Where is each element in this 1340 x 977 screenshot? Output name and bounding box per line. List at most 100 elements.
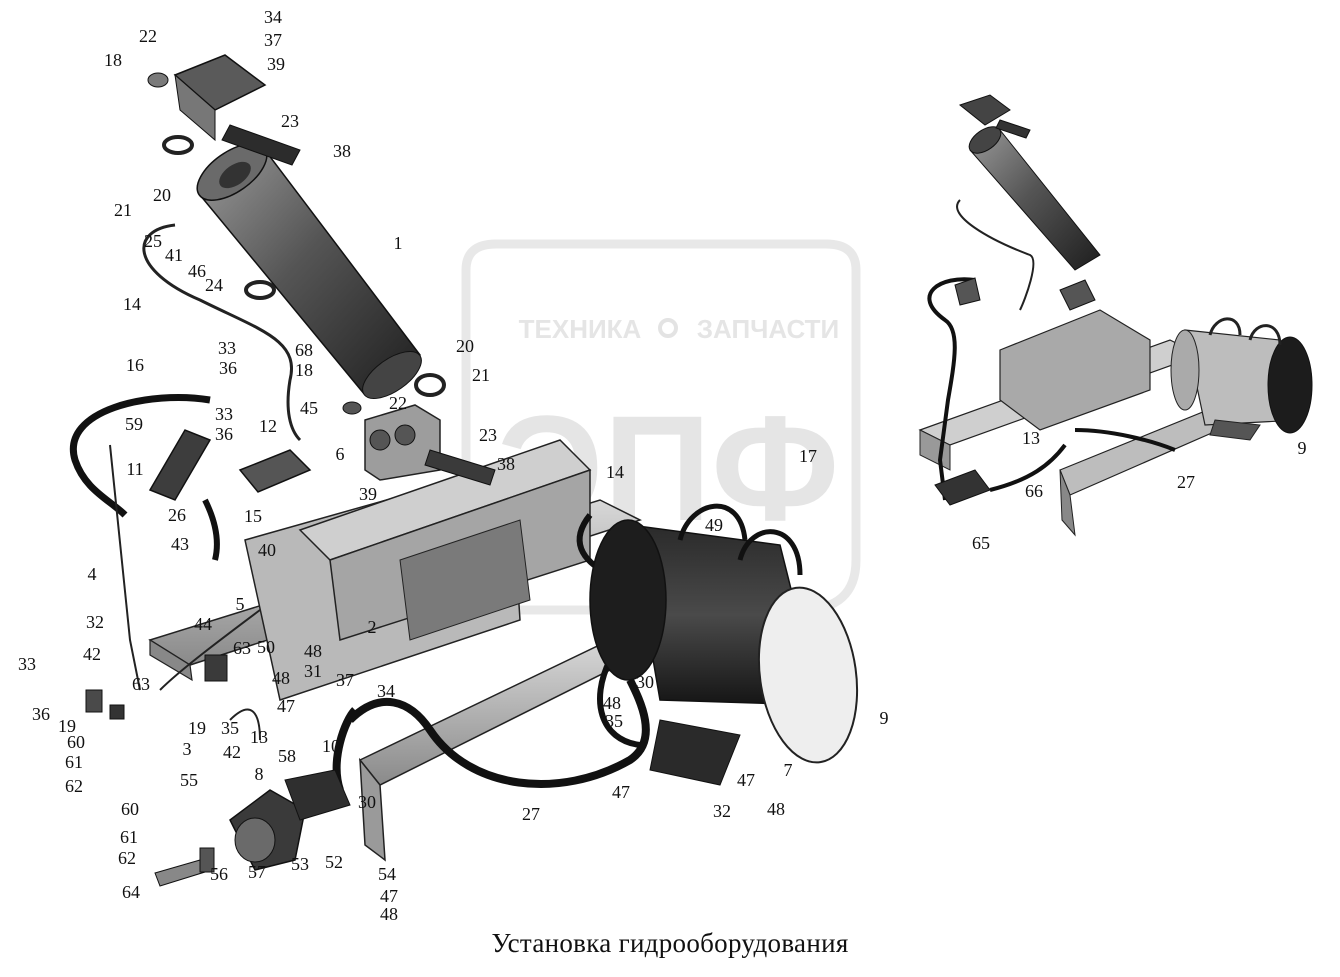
- callout-label: 35: [605, 711, 623, 731]
- callout-label: 20: [456, 336, 474, 356]
- callout-label: 56: [210, 864, 228, 884]
- callout-label: 60: [121, 799, 139, 819]
- callout-label: 18: [104, 50, 122, 70]
- callout-label: 27: [522, 804, 540, 824]
- callout-label: 59: [125, 414, 143, 434]
- callout-label: 21: [472, 365, 490, 385]
- callout-label: 31: [304, 661, 322, 681]
- callout-label: 40: [258, 540, 276, 560]
- callout-label: 15: [244, 506, 262, 526]
- callout-label: 30: [358, 792, 376, 812]
- callout-label: 19: [188, 718, 206, 738]
- callout-label: 13: [1022, 428, 1040, 448]
- callout-label: 60: [67, 732, 85, 752]
- callout-label: 23: [479, 425, 497, 445]
- callout-label: 43: [171, 534, 189, 554]
- callout-label: 21: [114, 200, 132, 220]
- callout-label: 37: [336, 670, 354, 690]
- callout-label: 61: [120, 827, 138, 847]
- callout-label: 46: [188, 261, 206, 281]
- callout-label: 36: [219, 358, 237, 378]
- callout-label: 39: [359, 484, 377, 504]
- callout-label: 47: [737, 770, 755, 790]
- callout-label: 55: [180, 770, 198, 790]
- callout-label: 62: [118, 848, 136, 868]
- callout-label: 34: [377, 681, 395, 701]
- callout-label: 38: [333, 141, 351, 161]
- callout-label: 5: [236, 594, 245, 614]
- callout-label: 61: [65, 752, 83, 772]
- callout-label: 10: [322, 736, 340, 756]
- callout-label: 58: [278, 746, 296, 766]
- callout-label: 66: [1025, 481, 1043, 501]
- callout-label: 34: [264, 7, 282, 27]
- callout-label: 33: [218, 338, 236, 358]
- callout-label: 6: [336, 444, 345, 464]
- callout-label: 36: [32, 704, 50, 724]
- callout-label: 25: [144, 231, 162, 251]
- callout-label: 47: [277, 696, 295, 716]
- callout-label: 63: [233, 638, 251, 658]
- gear-icon: [658, 318, 678, 338]
- watermark-right-text: ЗАПЧАСТИ: [697, 314, 840, 344]
- callout-label: 38: [497, 454, 515, 474]
- callout-label: 48: [272, 668, 290, 688]
- callout-label: 68: [295, 340, 313, 360]
- diagram-caption: Установка гидрооборудования: [491, 928, 849, 958]
- callout-label: 14: [123, 294, 141, 314]
- inset-assembly: [918, 94, 1313, 537]
- callout-label: 2: [368, 617, 377, 637]
- watermark-left-text: ТЕХНИКА: [519, 314, 642, 344]
- callout-label: 33: [18, 654, 36, 674]
- callout-label: 3: [183, 739, 192, 759]
- callout-label: 17: [799, 446, 817, 466]
- inset-tank: [1170, 317, 1313, 441]
- callout-label: 49: [705, 515, 723, 535]
- callout-label: 36: [215, 424, 233, 444]
- callout-label: 48: [304, 641, 322, 661]
- callout-label: 33: [215, 404, 233, 424]
- callout-label: 24: [205, 275, 223, 295]
- callout-label: 23: [281, 111, 299, 131]
- callout-label: 27: [1177, 472, 1195, 492]
- callout-label: 20: [153, 185, 171, 205]
- callout-label: 52: [325, 852, 343, 872]
- callout-label: 47: [612, 782, 630, 802]
- oil-tank: [589, 503, 859, 786]
- callout-label: 8: [255, 764, 264, 784]
- callout-label: 62: [65, 776, 83, 796]
- callout-label: 18: [295, 360, 313, 380]
- callout-label: 57: [248, 862, 266, 882]
- callout-label: 48: [767, 799, 785, 819]
- callout-label: 35: [221, 718, 239, 738]
- callout-label: 48: [380, 904, 398, 924]
- callout-label: 54: [378, 864, 396, 884]
- callout-label: 45: [300, 398, 318, 418]
- callout-label: 12: [259, 416, 277, 436]
- callout-label: 14: [606, 462, 624, 482]
- callout-label: 1: [394, 233, 403, 253]
- callout-label: 22: [389, 393, 407, 413]
- callout-label: 19: [58, 716, 76, 736]
- callout-label: 26: [168, 505, 186, 525]
- callout-label: 32: [713, 801, 731, 821]
- callout-label: 13: [250, 727, 268, 747]
- callout-label: 63: [132, 674, 150, 694]
- callout-label: 7: [784, 760, 793, 780]
- callout-label: 64: [122, 882, 140, 902]
- callout-label: 65: [972, 533, 990, 553]
- callout-label: 16: [126, 355, 144, 375]
- callout-label: 11: [126, 459, 143, 479]
- callout-label: 4: [88, 564, 97, 584]
- callout-label: 47: [380, 886, 398, 906]
- callout-label: 32: [86, 612, 104, 632]
- callout-label: 22: [139, 26, 157, 46]
- callout-label: 48: [603, 693, 621, 713]
- main-assembly: [69, 54, 859, 887]
- callout-label: 42: [83, 644, 101, 664]
- callout-label: 9: [1298, 438, 1307, 458]
- callout-label: 44: [194, 614, 212, 634]
- callout-label: 42: [223, 742, 241, 762]
- callout-label: 30: [636, 672, 654, 692]
- callout-label: 37: [264, 30, 282, 50]
